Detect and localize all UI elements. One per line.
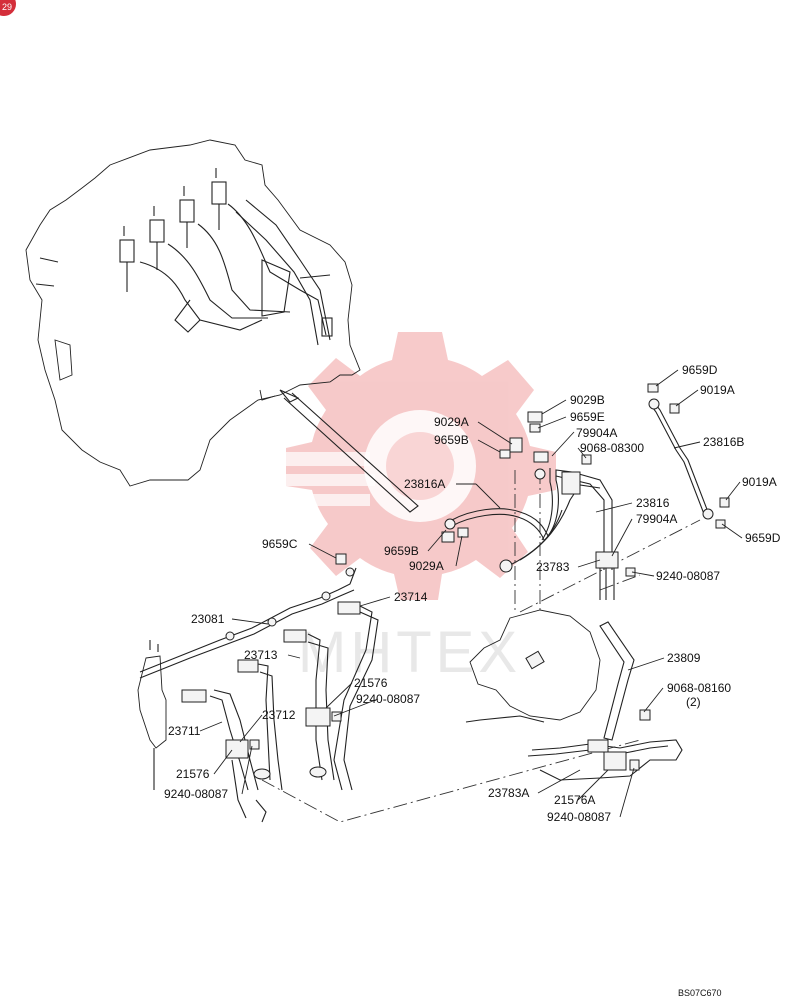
label-23816: 23816 bbox=[636, 496, 670, 510]
label-9029A-top: 9029A bbox=[434, 415, 469, 429]
label-23081: 23081 bbox=[191, 612, 225, 626]
label-9240-08087-bottom: 9240-08087 bbox=[547, 810, 611, 824]
label-23712: 23712 bbox=[262, 708, 296, 722]
label-23714: 23714 bbox=[394, 590, 428, 604]
label-21576: 21576 bbox=[354, 676, 388, 690]
injector-pipes-cluster bbox=[137, 553, 379, 823]
label-23816B: 23816B bbox=[703, 435, 744, 449]
label-23783: 23783 bbox=[536, 560, 570, 574]
watermark-logo: MHTEX bbox=[245, 332, 556, 685]
label-9019A-right: 9019A bbox=[742, 475, 777, 489]
label-9068-08300: 9068-08300 bbox=[580, 441, 644, 455]
callout-leader-lines bbox=[199, 369, 743, 818]
engine-overview-illustration bbox=[25, 139, 361, 487]
label-9659E: 9659E bbox=[570, 410, 605, 424]
label-9068-08160: 9068-08160 bbox=[667, 681, 731, 695]
label-9659D-right: 9659D bbox=[745, 531, 781, 545]
pipe-23816B bbox=[647, 383, 730, 529]
label-23816A: 23816A bbox=[404, 477, 445, 491]
label-79904A-mid: 79904A bbox=[636, 512, 677, 526]
injection-pump-and-bracket bbox=[465, 609, 683, 781]
label-9019A: 9019A bbox=[700, 383, 735, 397]
label-21576A: 21576A bbox=[554, 793, 595, 807]
pipe-23816-assembly bbox=[441, 411, 636, 600]
label-23809: 23809 bbox=[667, 651, 701, 665]
watermark-text: MHTEX bbox=[298, 620, 521, 685]
label-9659C: 9659C bbox=[262, 537, 298, 551]
page-badge: 29 bbox=[0, 0, 16, 16]
label-9240-08087-right: 9240-08087 bbox=[656, 569, 720, 583]
leader-arrow bbox=[279, 389, 419, 513]
label-9240-08087-mid: 9240-08087 bbox=[356, 692, 420, 706]
label-9659B-bottom: 9659B bbox=[384, 544, 419, 558]
label-9659B-top: 9659B bbox=[434, 433, 469, 447]
label-23713: 23713 bbox=[244, 648, 278, 662]
label-23711: 23711 bbox=[168, 724, 201, 738]
label-9240-08087-left: 9240-08087 bbox=[164, 787, 228, 801]
figure-code: BS07C670 bbox=[678, 988, 722, 998]
label-9659D: 9659D bbox=[682, 363, 718, 377]
label-21576-left: 21576 bbox=[176, 767, 210, 781]
label-23783A: 23783A bbox=[488, 786, 529, 800]
label-9029A-bottom: 9029A bbox=[409, 559, 444, 573]
label-79904A-top: 79904A bbox=[576, 426, 617, 440]
callout-labels: 9659D 9019A 23816B 9019A 9659D 9029B 965… bbox=[164, 363, 781, 998]
label-9068-08160-qty: (2) bbox=[686, 695, 701, 709]
label-9029B: 9029B bbox=[570, 393, 605, 407]
